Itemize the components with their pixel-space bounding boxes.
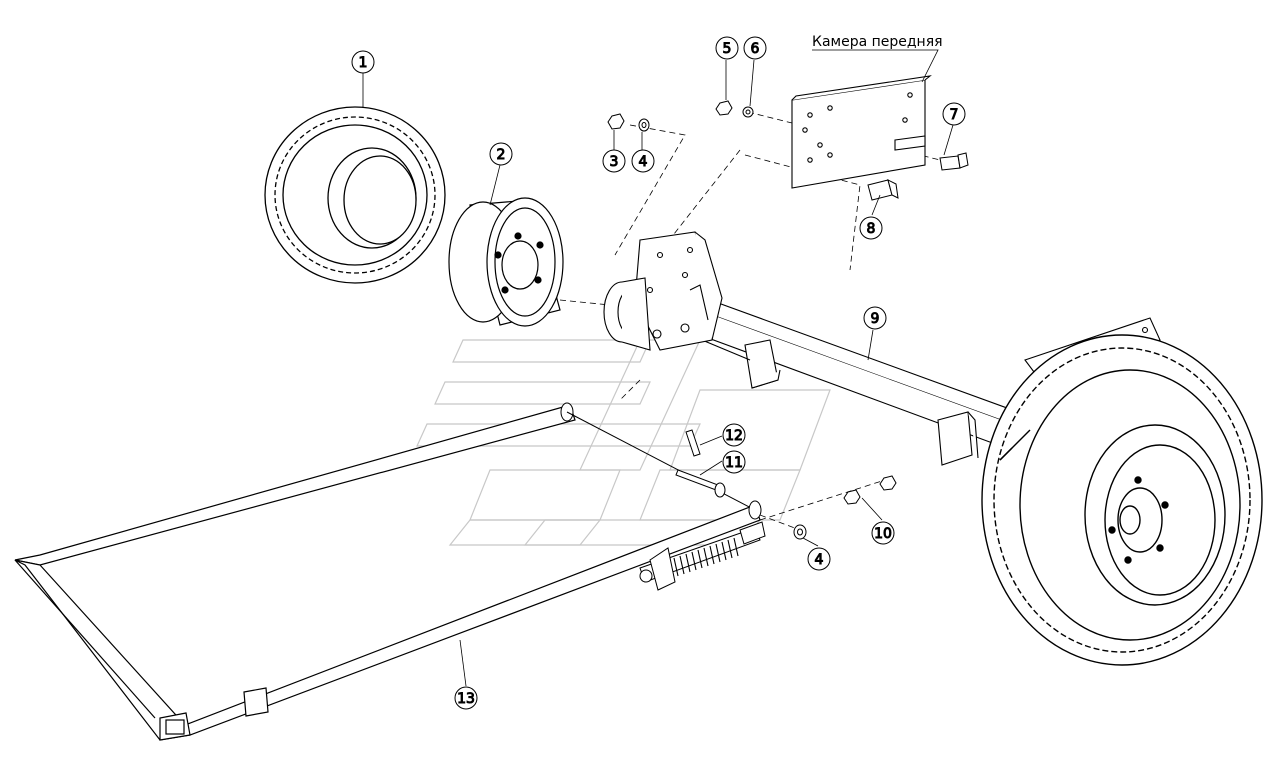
svg-text:1: 1 (359, 55, 368, 71)
svg-text:12: 12 (725, 428, 743, 444)
front-chamber-label: Камера передняя (812, 34, 943, 50)
svg-text:6: 6 (751, 41, 760, 57)
callout-7: 7 (942, 102, 966, 126)
svg-text:8: 8 (867, 221, 876, 237)
callout-10: 10 (871, 521, 895, 545)
leader-lines (362, 49, 954, 687)
svg-text:7: 7 (950, 107, 959, 123)
svg-text:4: 4 (815, 552, 824, 568)
callout-11: 11 (722, 450, 746, 474)
callout-9: 9 (863, 306, 887, 330)
spring-assembly (639, 521, 766, 591)
pin-parts (675, 429, 726, 498)
callout-1: 1 (351, 50, 375, 74)
svg-text:4: 4 (639, 154, 648, 170)
callout-3: 3 (602, 149, 626, 173)
svg-text:5: 5 (723, 41, 732, 57)
svg-text:11: 11 (725, 455, 743, 471)
svg-text:9: 9 (871, 311, 880, 327)
callout-6: 6 (743, 36, 767, 60)
callout-4: 4 (631, 149, 655, 173)
tire-right (981, 334, 1263, 666)
svg-text:10: 10 (874, 526, 892, 542)
callout-5: 5 (715, 36, 739, 60)
wheel-rim (448, 197, 564, 327)
callout-2: 2 (489, 142, 513, 166)
svg-text:3: 3 (610, 154, 619, 170)
callout-4-lower: 4 (807, 547, 831, 571)
callout-12: 12 (722, 423, 746, 447)
left-hub-bracket (634, 231, 723, 351)
callout-13: 13 (454, 686, 478, 710)
tire-left (264, 106, 446, 284)
front-chamber-plate (791, 75, 932, 189)
fasteners (607, 100, 969, 540)
hub (603, 277, 651, 351)
svg-text:13: 13 (457, 691, 475, 707)
callout-8: 8 (859, 216, 883, 240)
svg-text:2: 2 (497, 147, 506, 163)
axle-beam (689, 299, 1041, 466)
callouts: 1 2 3 4 5 6 7 8 9 10 11 12 13 4 (351, 36, 966, 710)
